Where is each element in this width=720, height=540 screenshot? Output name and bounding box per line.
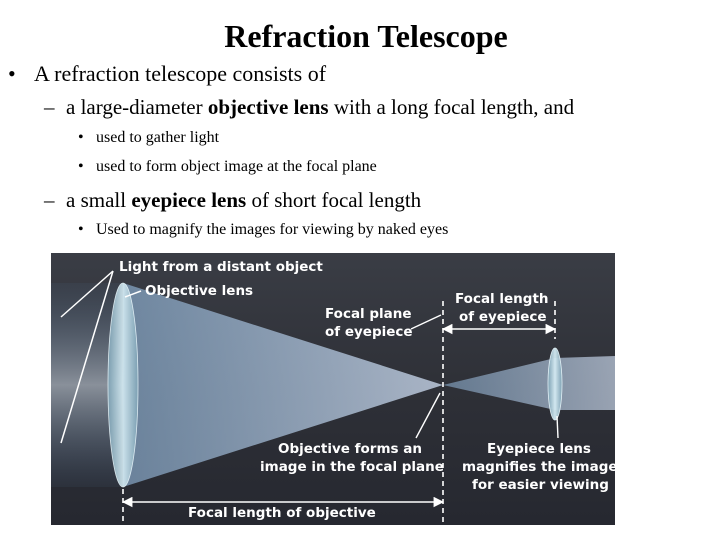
objective-pointer bbox=[124, 290, 142, 298]
point-text: used to gather light bbox=[96, 129, 220, 146]
objective-lens bbox=[107, 282, 139, 488]
sub-bullet-prefix: a small bbox=[66, 188, 132, 212]
bullet-marker: • bbox=[78, 129, 84, 146]
label-eyepiece-lens-line3: for easier viewing bbox=[472, 477, 609, 493]
bullet-marker: • bbox=[78, 221, 84, 238]
label-eyepiece-lens-line2: magnifies the image bbox=[462, 459, 615, 475]
label-objective-forms-line1: Objective forms an bbox=[278, 441, 422, 457]
eyepiece-pointer bbox=[556, 415, 559, 439]
label-eyepiece-lens-line1: Eyepiece lens bbox=[487, 441, 591, 457]
sub-bullet-eyepiece: –a small eyepiece lens of short focal le… bbox=[44, 188, 421, 213]
focal-image-pointer bbox=[415, 392, 441, 439]
slide-title: Refraction Telescope bbox=[224, 18, 508, 54]
objective-lens-term: objective lens bbox=[207, 95, 329, 119]
dash-marker: – bbox=[44, 188, 55, 212]
point-text: Used to magnify the images for viewing b… bbox=[96, 221, 449, 238]
point-text: used to form object image at the focal p… bbox=[96, 158, 377, 175]
label-objective-focal-length: Focal length of objective bbox=[188, 505, 376, 521]
label-eyepiece-focal-length-line1: Focal length bbox=[455, 291, 549, 307]
point-magnify: • Used to magnify the images for viewing … bbox=[78, 221, 448, 239]
converging-light-cone bbox=[123, 283, 443, 487]
label-focal-plane-line2: of eyepiece bbox=[325, 324, 413, 340]
point-gather-light: • used to gather light bbox=[78, 129, 219, 147]
telescope-diagram-svg: Light from a distant object Objective le… bbox=[51, 253, 615, 525]
main-bullet: • A refraction telescope consists of bbox=[8, 61, 326, 87]
diverging-light-cone bbox=[443, 356, 615, 410]
light-ray-line bbox=[60, 270, 114, 444]
dash-marker: – bbox=[44, 95, 55, 119]
label-eyepiece-focal-length-line2: of eyepiece bbox=[459, 309, 547, 325]
point-form-image: • used to form object image at the focal … bbox=[78, 158, 377, 176]
label-light-source: Light from a distant object bbox=[119, 259, 323, 275]
label-focal-plane-line1: Focal plane bbox=[325, 306, 412, 322]
sub-bullet-prefix: a large-diameter bbox=[66, 95, 208, 119]
sub-bullet-suffix: with a long focal length, and bbox=[328, 95, 575, 119]
main-bullet-text: A refraction telescope consists of bbox=[34, 61, 327, 86]
eyepiece-lens bbox=[547, 347, 563, 421]
telescope-diagram: Light from a distant object Objective le… bbox=[51, 253, 615, 525]
focal-plane-pointer bbox=[410, 314, 442, 330]
eyepiece-lens-term: eyepiece lens bbox=[131, 188, 247, 212]
label-objective-forms-line2: image in the focal plane bbox=[260, 459, 444, 475]
sub-bullet-suffix: of short focal length bbox=[246, 188, 422, 212]
sub-bullet-objective: –a large-diameter objective lens with a … bbox=[44, 95, 574, 120]
label-objective-lens: Objective lens bbox=[145, 283, 253, 299]
bullet-marker: • bbox=[8, 61, 16, 86]
bullet-marker: • bbox=[78, 158, 84, 175]
light-ray-line bbox=[60, 270, 114, 318]
